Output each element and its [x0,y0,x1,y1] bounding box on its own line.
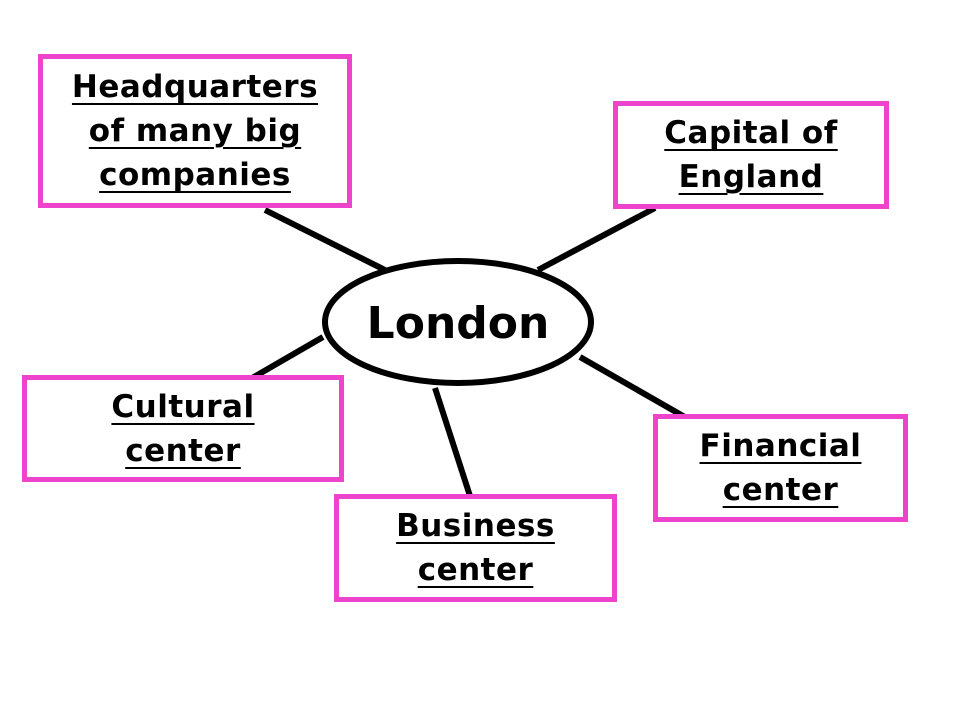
node-headquarters-label: Headquarters of many big companies [71,69,319,193]
node-financial-label: Financial center [699,428,862,508]
connector-capital [536,205,657,273]
node-business: Business center [334,494,617,602]
node-capital: Capital of England [613,101,889,209]
connector-financial [578,354,692,423]
center-node-ellipse [322,258,594,386]
node-financial: Financial center [653,414,908,522]
connector-headquarters [263,207,387,273]
node-headquarters: Headquarters of many big companies [38,54,352,208]
node-business-label: Business center [396,508,555,588]
node-capital-label: Capital of England [664,115,838,195]
node-cultural-label: Cultural center [111,388,255,469]
connector-business [432,387,473,497]
center-node-label: London [366,297,550,349]
node-cultural: Cultural center [22,375,344,482]
